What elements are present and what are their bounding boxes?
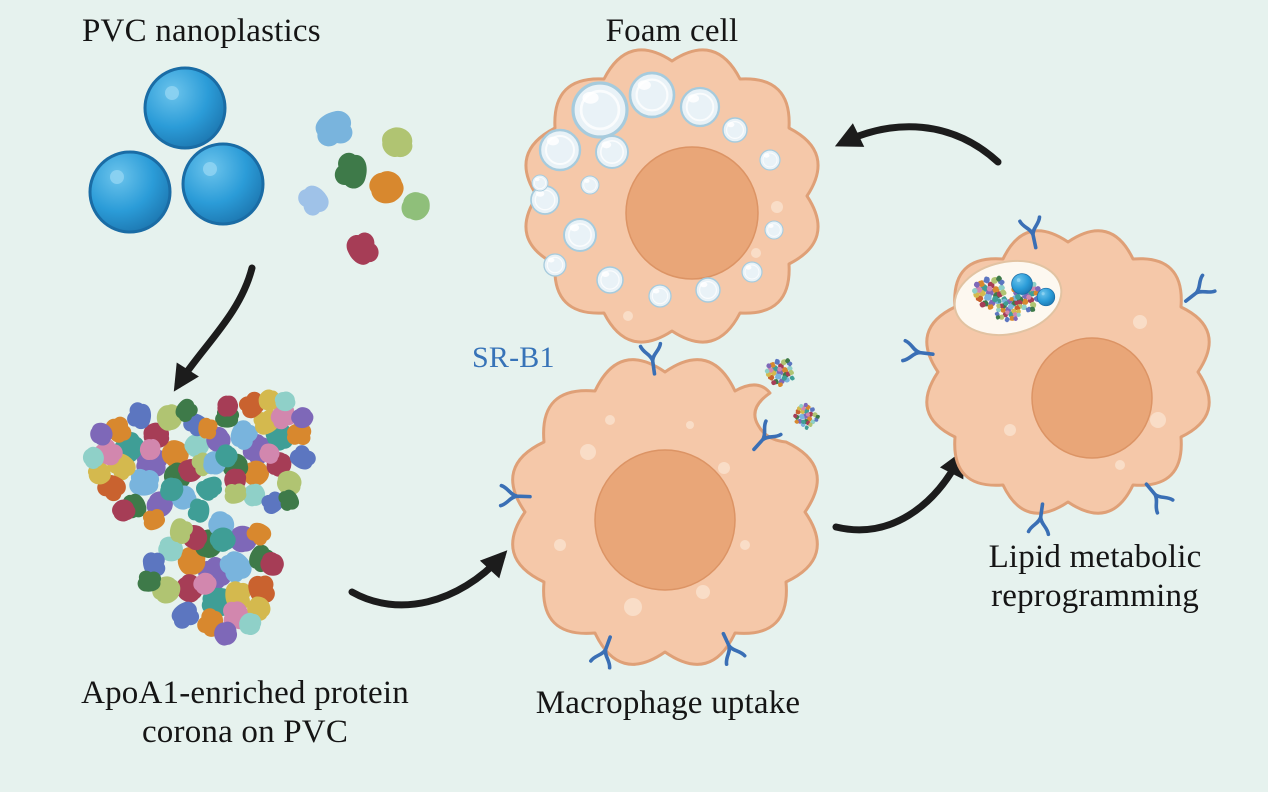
arrow-corona-to-macrophage-icon: [348, 550, 508, 609]
lipid-reprogramming-label: Lipid metabolic reprogramming: [988, 539, 1202, 614]
macrophage-uptake-label: Macrophage uptake: [535, 685, 801, 721]
pvc-nanoplastics-label: PVC nanoplastics: [82, 13, 321, 49]
free-protein-blobs: [295, 110, 436, 268]
engulfed-corona-particles: [765, 357, 824, 433]
foam-cell-label: Foam cell: [605, 13, 739, 49]
arrow-macrophage-to-reprogramming-icon: [832, 449, 964, 534]
macrophage-nucleus: [594, 449, 736, 591]
pvc-sphere: [181, 142, 265, 226]
reprogrammed-cell-illustration: [901, 215, 1217, 537]
reprogrammed-cell-nucleus: [1031, 337, 1153, 459]
apoa1-corona-label: ApoA1-enriched protein corona on PVC: [81, 675, 409, 750]
flow-arrows: [173, 123, 1002, 609]
pvc-sphere: [1011, 273, 1033, 295]
pvc-sphere: [143, 66, 227, 150]
phagosome-vesicle: [953, 260, 1063, 336]
foam-cell-nucleus: [625, 146, 759, 280]
pvc-sphere: [88, 150, 172, 234]
arrow-nanoplastics-to-corona-icon: [173, 264, 256, 392]
macrophage-illustration: [498, 341, 824, 670]
arrow-reprogramming-to-foamcell-icon: [834, 123, 1002, 166]
sr-b1-label: SR-B1: [472, 341, 555, 374]
pvc-sphere: [1036, 287, 1056, 307]
sr-b1-receptor-icon: [1177, 273, 1217, 311]
pvc-nanoplastic-spheres: [88, 66, 265, 234]
foam-cell-illustration: [524, 48, 820, 344]
protein-corona-clusters: [82, 362, 343, 675]
